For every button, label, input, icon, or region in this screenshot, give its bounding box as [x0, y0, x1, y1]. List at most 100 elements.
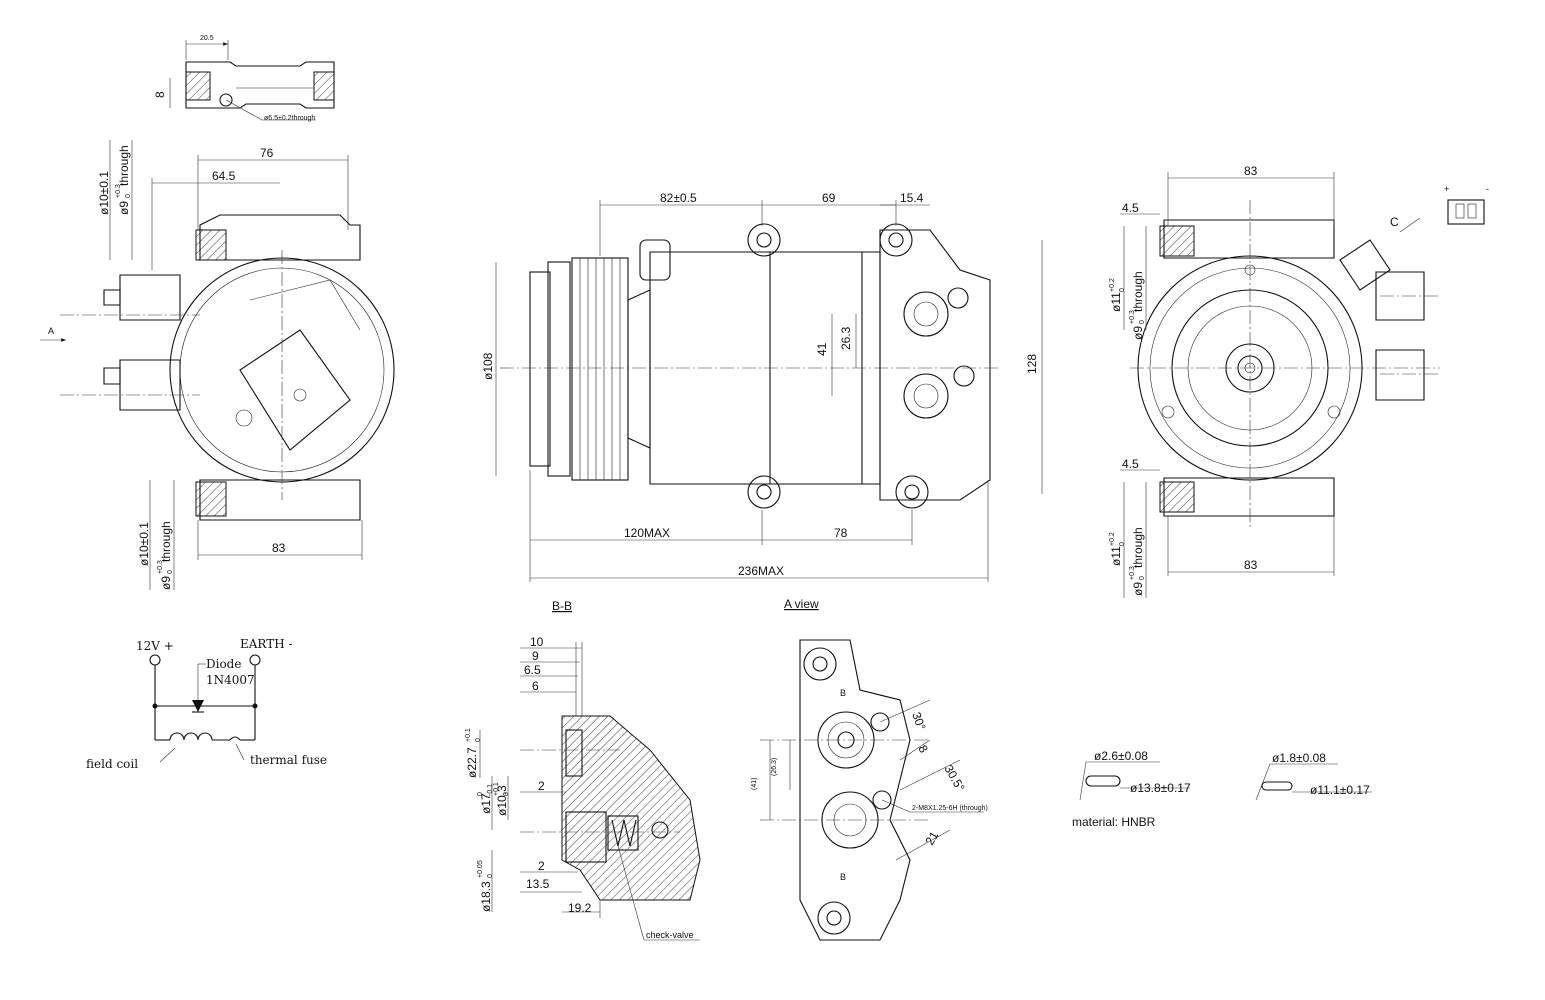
bb-dim-18-3: ø18.3	[479, 881, 493, 912]
left-hole-bot-b-tol-upper: +0.3	[157, 560, 164, 574]
right-hole-bot-b: ø9	[1131, 582, 1145, 596]
section-bb-title: B-B	[552, 599, 572, 613]
bb-dim-22-7-tol-lower: 0	[475, 738, 482, 742]
bb-dim-9: 9	[532, 649, 539, 663]
bb-dim-6-5: 6.5	[524, 663, 541, 677]
circuit-thermal-fuse: thermal fuse	[250, 753, 327, 767]
view-a-b-bot: B	[840, 872, 846, 882]
view-a-dim-30-5: 30.5°	[941, 763, 967, 795]
circuit-supply: 12V +	[136, 639, 174, 653]
center-dim-128: 128	[1025, 354, 1039, 374]
oring-1-icon	[1085, 775, 1121, 787]
right-hole-bot-b-tol-lower: 0	[1139, 576, 1146, 580]
bb-dim-17: ø17	[479, 793, 493, 814]
bb-dim-22-7-tol-upper: +0.1	[465, 728, 472, 742]
center-dim-41: 41	[815, 342, 829, 356]
left-hole-bot-a: ø10±0.1	[137, 522, 151, 566]
connector-minus: -	[1486, 184, 1489, 194]
check-valve-spring-icon	[611, 819, 637, 847]
bb-dim-10-3: ø10.3	[495, 785, 509, 816]
oring-2-id: ø11.1±0.17	[1310, 783, 1370, 797]
bb-dim-19-2: 19.2	[568, 901, 592, 915]
right-hole-top-a: ø11	[1109, 292, 1123, 312]
right-dim-4-5-top: 4.5	[1122, 201, 1139, 215]
right-hole-bot-a-tol-upper: +0.2	[1109, 532, 1116, 546]
bb-dim-22-7: ø22.7	[465, 747, 479, 778]
bb-check-valve: check-valve	[646, 930, 694, 940]
view-a-dim-21: 21	[922, 829, 941, 848]
thermal-fuse-icon	[229, 736, 241, 741]
left-dim-83: 83	[272, 541, 286, 555]
center-dim-236max: 236MAX	[738, 564, 784, 578]
bb-dim-17-tol-upper: 0	[477, 792, 484, 796]
circuit-diode-label: Diode	[206, 657, 241, 671]
bb-dim-13-5: 13.5	[526, 877, 550, 891]
center-dim-26-3: 26.3	[839, 326, 853, 350]
circuit-diode-part: 1N4007	[206, 673, 255, 687]
left-hole-bot-b-suffix: through	[159, 521, 173, 562]
section-bb: B-B 10 9 6.5 6 ø22.7 +0.1 0 ø17 0 -0.1 ø…	[465, 599, 701, 941]
view-a-thread-note: 2-M8X1.25-6H (through)	[912, 805, 988, 812]
top-detail-height: 8	[153, 91, 167, 98]
right-dim-4-5-bot: 4.5	[1122, 457, 1139, 471]
left-dim-76: 76	[260, 146, 274, 160]
right-dim-83-top: 83	[1244, 164, 1258, 178]
view-a: A view B B (41) (26.3) 30° 8 30.5° 2-M8X…	[751, 597, 988, 941]
top-detail-hole-note: ø6.5±0.2through	[264, 115, 315, 122]
pulley-grooves	[571, 257, 629, 481]
connector-plus: +	[1444, 184, 1449, 194]
right-dim-83-bot: 83	[1244, 558, 1258, 572]
view-a-dim-41: (41)	[751, 778, 758, 790]
right-hole-top-b-tol-upper: +0.3	[1129, 310, 1136, 324]
center-dim-108: ø108	[481, 352, 495, 380]
left-hole-top-a: ø10±0.1	[97, 171, 111, 215]
left-hole-top-b: ø9	[117, 201, 131, 215]
center-dim-120max: 120MAX	[624, 526, 670, 540]
center-dim-69: 69	[822, 191, 836, 205]
bb-dim-10-3-tol-upper: +0.1	[493, 782, 500, 796]
view-a-angle-30: 30°	[909, 710, 928, 732]
orings: ø2.6±0.08 ø13.8±0.17 material: HNBR ø1.8…	[1072, 749, 1372, 829]
diode-icon	[192, 700, 204, 712]
bb-dim-18-3-tol-upper: +0.05	[477, 860, 484, 878]
circuit-diagram: 12V + EARTH - Diode 1N4007 field coil th…	[86, 637, 327, 771]
right-hole-bot-a: ø11	[1109, 546, 1123, 566]
center-dim-78: 78	[834, 526, 848, 540]
center-dim-15-4: 15.4	[900, 191, 924, 205]
right-hole-top-a-tol-lower: 0	[1119, 288, 1126, 292]
oring-2-icon	[1261, 781, 1293, 791]
bb-dim-2-top: 2	[538, 779, 545, 793]
right-hole-bot-b-tol-upper: +0.3	[1129, 566, 1136, 580]
top-detail: 20.5 8 ø6.5±0.2through	[153, 35, 335, 122]
right-hole-bot-b-suffix: through	[1131, 527, 1145, 568]
oring-material: material: HNBR	[1072, 815, 1156, 829]
center-dim-82: 82±0.5	[660, 191, 697, 205]
left-hole-bot-b: ø9	[159, 576, 173, 590]
right-hole-top-b-tol-lower: 0	[1139, 320, 1146, 324]
left-hole-top-b-tol-upper: +0.3	[115, 184, 122, 198]
left-view: A 76 64.5 83 ø10±0.1 ø9 +0.3 0 through ø…	[40, 140, 395, 590]
left-hole-bot-b-tol-lower: 0	[167, 570, 174, 574]
oring-2-cs: ø1.8±0.08	[1272, 751, 1326, 765]
bb-dim-18-3-tol-lower: 0	[487, 874, 494, 878]
oring-1-id: ø13.8±0.17	[1130, 781, 1191, 795]
center-view: 82±0.5 69 15.4 ø108 41 26.3 128 120MAX 7…	[481, 191, 1043, 582]
oring-1-cs: ø2.6±0.08	[1094, 749, 1148, 763]
right-hole-top-b: ø9	[1131, 326, 1145, 340]
bb-dim-10-3-tol-lower: 0	[503, 792, 510, 796]
view-a-dim-26-3: (26.3)	[771, 758, 778, 776]
connector-icon: + -	[1444, 184, 1489, 225]
bb-dim-10: 10	[530, 635, 544, 649]
bb-dim-17-tol-lower: -0.1	[487, 784, 494, 796]
left-view-arrow-label: A	[48, 326, 54, 336]
field-coil-icon	[169, 732, 213, 741]
view-a-b-top: B	[840, 688, 846, 698]
top-detail-width: 20.5	[200, 35, 214, 42]
left-hole-top-b-suffix: through	[117, 145, 131, 186]
view-a-dim-8: 8	[915, 743, 931, 756]
right-view: + - C 83 83 4.5 4.5 ø11 +0.2 0 ø9 +0.3 0…	[1109, 164, 1489, 598]
circuit-earth: EARTH -	[240, 637, 293, 651]
view-c-label: C	[1390, 215, 1399, 229]
view-a-title: A view	[784, 597, 819, 611]
